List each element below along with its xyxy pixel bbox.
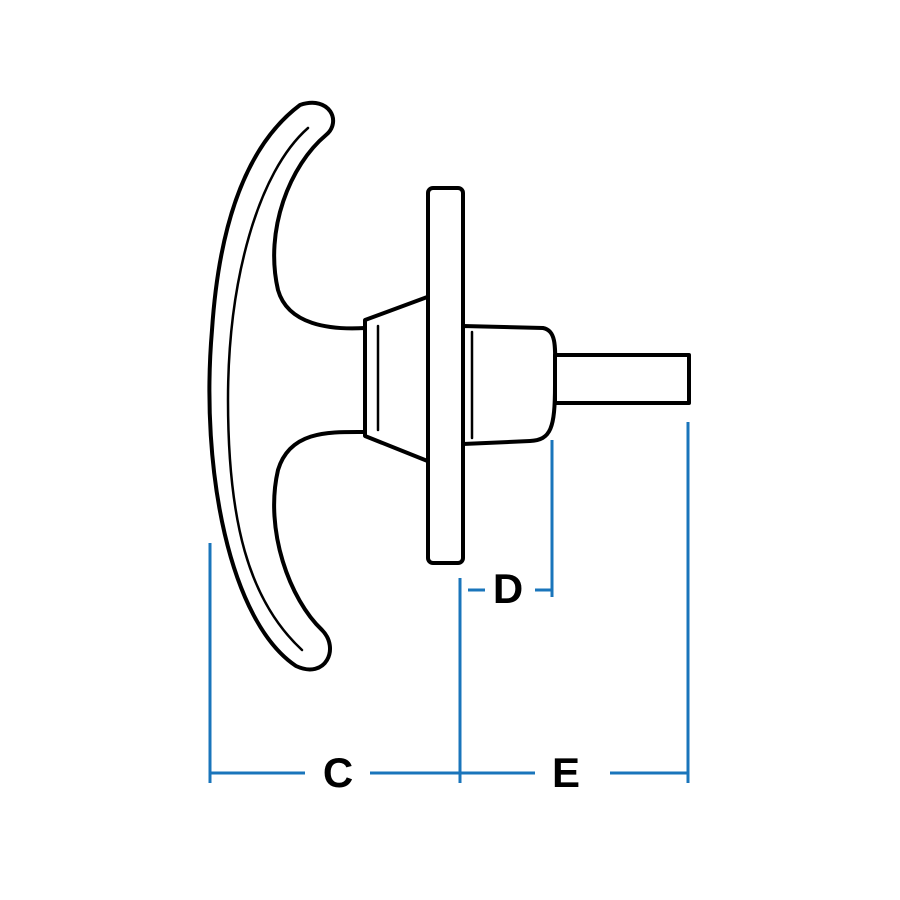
shaft (553, 353, 691, 405)
handle-grip-inner-line (226, 126, 310, 652)
dimension-label-d: D (493, 565, 523, 612)
mounting-plate (426, 186, 465, 565)
hub (461, 324, 558, 446)
handle-grip (207, 101, 367, 672)
dimension-lines (208, 422, 690, 783)
dimension-label-e: E (552, 749, 580, 796)
t-handle-drawing (207, 101, 691, 672)
dimension-label-c: C (323, 749, 353, 796)
cone-collar (363, 294, 432, 464)
